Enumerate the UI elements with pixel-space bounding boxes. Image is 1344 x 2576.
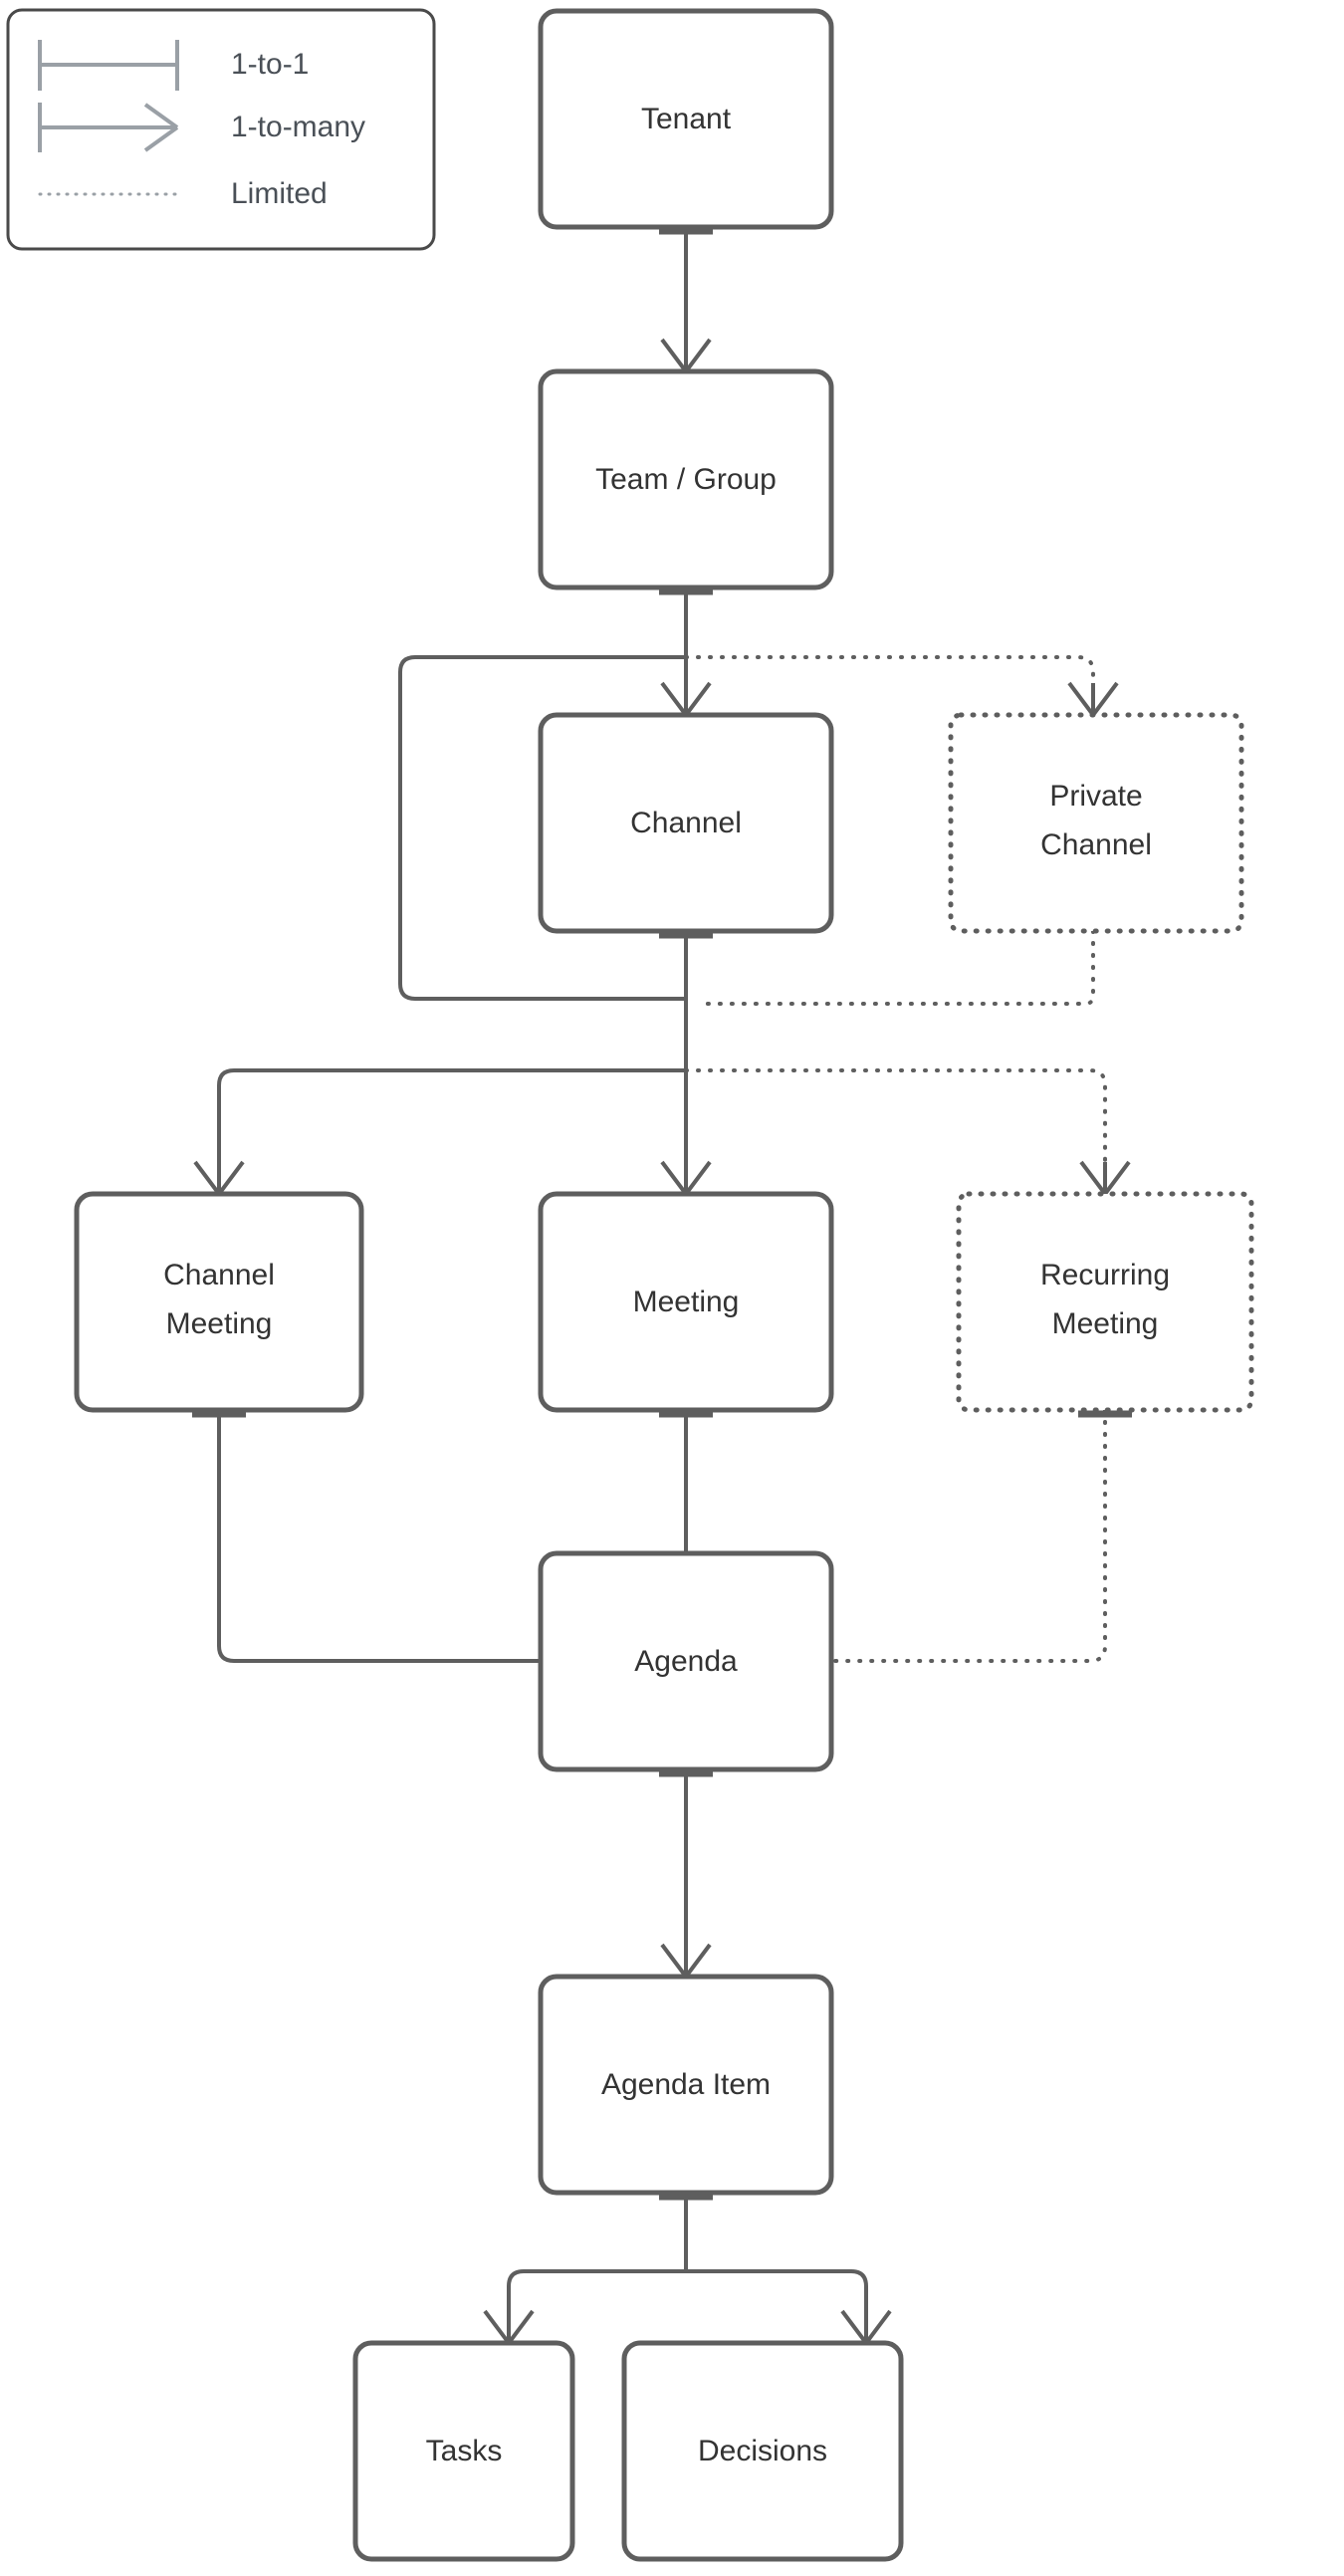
node-meeting-box[interactable] [538,1191,834,1413]
node-team-group[interactable]: Team / Group [538,368,834,590]
node-agenda-item[interactable]: Agenda Item [538,1974,834,2196]
legend-panel [6,8,436,251]
node-private-channel-label-line2: Channel [1040,828,1152,861]
one-to-many-icon [38,103,179,152]
edge-channel-bus [659,931,713,1070]
edge-channel-channel-meeting [193,1068,686,1196]
edge-private-channel-down [695,929,1095,1006]
edge-team-group-channel-meeting [398,655,686,1001]
node-private-channel-label-line1: Private [1049,780,1142,813]
node-decisions-label: Decisions [698,2435,827,2467]
node-channel-meeting-label-line1: Channel [163,1259,275,1291]
one-to-one-icon [38,40,179,91]
relationship-legend: 1-to-1 1-to-many Limited [6,8,436,251]
node-layer: Tenant Team / Group Channel Private Chan… [74,8,1254,2562]
edge-team-group-channel [660,657,712,717]
edge-agenda-agenda-item [659,1769,713,1979]
node-tasks-box[interactable] [352,2340,575,2562]
node-tasks-label: Tasks [426,2435,503,2467]
legend-item-limited-label: Limited [231,177,328,210]
node-channel-box[interactable] [538,712,834,934]
edge-channel-meeting-agenda [192,1410,549,1688]
edge-agenda-item-decisions [686,2269,892,2345]
legend-item-limited: Limited [38,177,328,210]
edge-team-group-bus [659,587,713,657]
node-decisions[interactable]: Decisions [621,2340,904,2562]
node-channel-meeting-label-line2: Meeting [166,1307,273,1340]
edge-channel-recurring-meeting [684,1068,1131,1196]
legend-item-one-to-many: 1-to-many [38,103,365,152]
legend-item-one-to-many-label: 1-to-many [231,111,365,143]
node-agenda-item-box[interactable] [538,1974,834,2196]
edge-team-group-private-channel [684,655,1119,717]
edge-agenda-item-bus [659,2193,713,2271]
node-agenda-box[interactable] [538,1550,834,1772]
node-meeting[interactable]: Meeting [538,1191,834,1413]
legend-item-one-to-one: 1-to-1 [38,40,309,91]
node-meeting-label: Meeting [633,1286,740,1318]
node-recurring-meeting[interactable]: Recurring Meeting [956,1191,1254,1413]
edge-channel-meeting [660,1070,712,1196]
node-tenant-box[interactable] [538,8,834,230]
edge-recurring-meeting-agenda [823,1408,1132,1688]
node-channel[interactable]: Channel [538,712,834,934]
node-team-group-box[interactable] [538,368,834,590]
node-tasks[interactable]: Tasks [352,2340,575,2562]
node-recurring-meeting-label-line1: Recurring [1040,1259,1170,1291]
node-private-channel[interactable]: Private Channel [948,712,1244,934]
edge-tenant-team-group [659,227,713,373]
node-agenda-label: Agenda [634,1645,738,1678]
edge-agenda-item-tasks [483,2269,686,2345]
edge-layer [192,227,1132,2345]
node-channel-meeting[interactable]: Channel Meeting [74,1191,364,1413]
node-agenda-item-label: Agenda Item [601,2068,771,2101]
node-channel-label: Channel [630,807,742,839]
node-tenant-label: Tenant [641,103,732,135]
node-agenda[interactable]: Agenda [538,1550,834,1772]
edge-meeting-agenda [659,1410,713,1561]
legend-item-one-to-one-label: 1-to-1 [231,48,309,81]
node-recurring-meeting-box[interactable] [956,1191,1254,1413]
node-team-group-label: Team / Group [595,463,777,496]
node-recurring-meeting-label-line2: Meeting [1052,1307,1159,1340]
node-private-channel-box[interactable] [948,712,1244,934]
node-decisions-box[interactable] [621,2340,904,2562]
node-tenant[interactable]: Tenant [538,8,834,230]
node-channel-meeting-box[interactable] [74,1191,364,1413]
